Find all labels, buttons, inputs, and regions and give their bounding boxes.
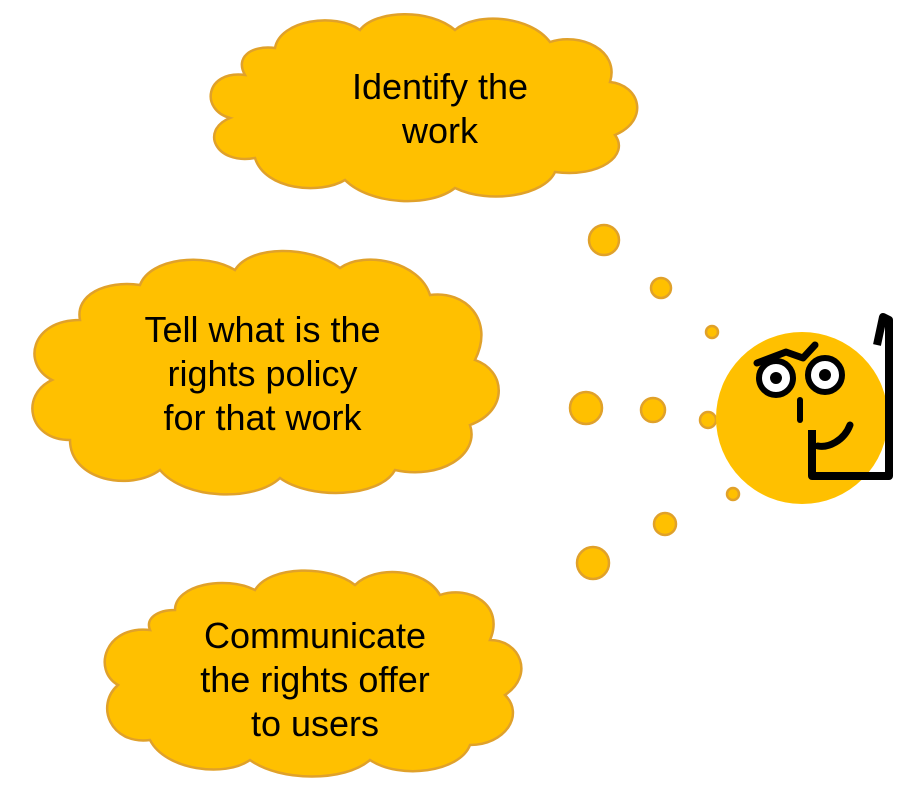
- thought-bubble: [649, 276, 673, 300]
- thought-bubble: [725, 486, 741, 502]
- cloud-policy: [31, 249, 500, 496]
- cloud-identify-line: Identify the: [351, 66, 529, 107]
- cloud-communicate-line: the rights offer: [200, 659, 430, 700]
- thought-bubble: [587, 223, 621, 257]
- cloud-communicate-label: Communicate the rights offer to users: [170, 595, 460, 765]
- thought-bubble: [568, 390, 604, 426]
- cloud-policy-label: Tell what is the rights policy for that …: [100, 289, 425, 459]
- cloud-policy-line: for that work: [163, 397, 362, 438]
- cloud-policy-line: Tell what is the: [144, 309, 381, 350]
- cloud-communicate: [103, 569, 523, 778]
- thought-bubble: [639, 396, 667, 424]
- cloud-identify: [209, 13, 639, 203]
- thought-bubble: [575, 545, 611, 581]
- cloud-communicate-line: Communicate: [203, 615, 427, 656]
- cloud-communicate-line: to users: [250, 703, 380, 744]
- thought-bubble: [698, 410, 718, 430]
- cloud-identify-line: work: [401, 110, 478, 151]
- thinking-person-icon: [716, 313, 893, 504]
- cloud-policy-line: rights policy: [167, 353, 358, 394]
- thought-bubble: [704, 324, 720, 340]
- thought-bubble: [652, 511, 678, 537]
- cloud-identify-label: Identify the work: [290, 55, 590, 163]
